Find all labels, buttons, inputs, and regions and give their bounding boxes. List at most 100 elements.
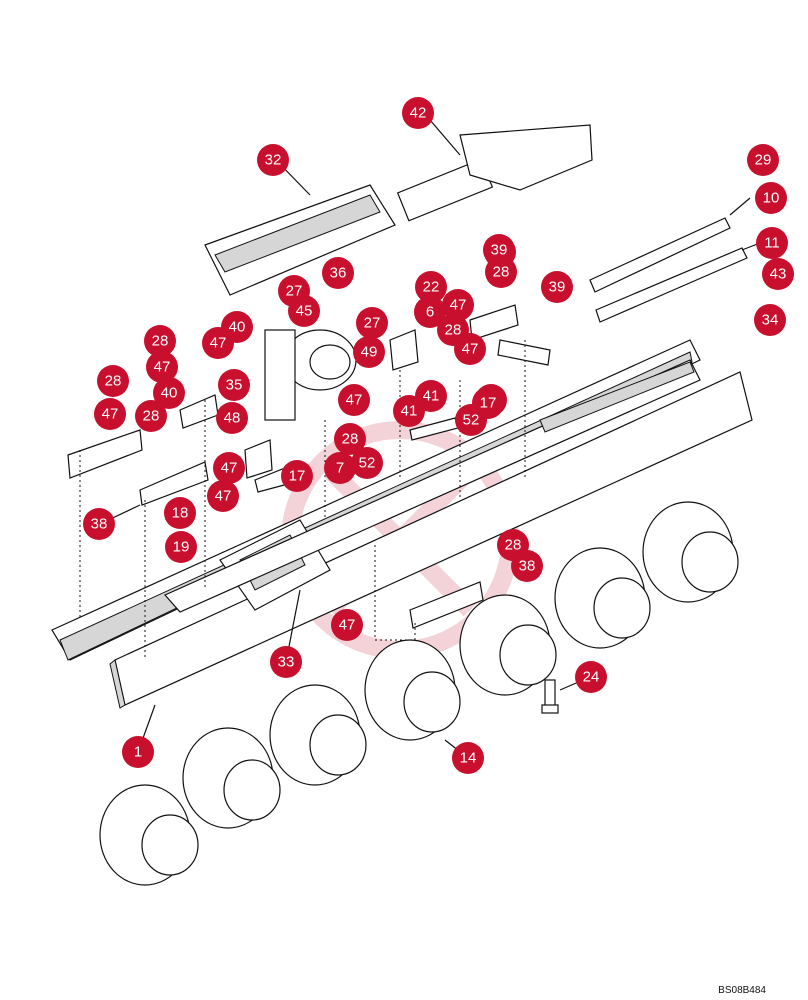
roller-3 (269, 684, 367, 786)
callout-circle (402, 97, 434, 129)
callout-circle (281, 460, 313, 492)
callout-47: 47 (94, 398, 126, 430)
callout-label: 35 (226, 377, 243, 394)
callout-label: 47 (339, 617, 356, 634)
callout-circle (356, 307, 388, 339)
callout-circle (575, 661, 607, 693)
callout-28: 28 (334, 423, 366, 455)
idler-wheel (264, 329, 357, 421)
callout-circle (257, 144, 289, 176)
callout-38: 38 (511, 550, 543, 582)
callout-label: 47 (346, 392, 363, 409)
callout-label: 39 (491, 242, 508, 259)
callout-17: 17 (472, 387, 504, 419)
tension-cylinder (396, 124, 593, 222)
callout-label: 39 (549, 279, 566, 296)
callout-label: 47 (450, 297, 467, 314)
callout-47: 47 (454, 333, 486, 365)
callout-40: 40 (153, 377, 185, 409)
callout-circle (122, 736, 154, 768)
callout-label: 1 (134, 744, 142, 761)
callout-circle (454, 333, 486, 365)
callout-label: 27 (364, 315, 381, 332)
callout-label: 27 (286, 283, 303, 300)
strap-plates (589, 217, 748, 323)
callout-circle (94, 398, 126, 430)
callout-label: 6 (426, 304, 434, 321)
callout-circle (207, 480, 239, 512)
callout-label: 28 (342, 431, 359, 448)
callout-label: 47 (462, 341, 479, 358)
callout-layer: 4232291011433436274528392764740474922282… (83, 97, 794, 774)
callout-label: 40 (161, 385, 178, 402)
callout-circle (747, 144, 779, 176)
callout-circle (755, 182, 787, 214)
callout-label: 42 (410, 105, 427, 122)
small-brackets (67, 304, 551, 629)
callout-6: 6 (414, 296, 446, 328)
callout-circle (762, 258, 794, 290)
callout-36: 36 (322, 257, 354, 289)
callout-39: 39 (541, 271, 573, 303)
callout-circle (353, 336, 385, 368)
callout-label: 14 (460, 750, 477, 767)
callout-circle (414, 296, 446, 328)
callout-label: 32 (265, 152, 282, 169)
callout-label: 7 (336, 460, 344, 477)
callout-18: 18 (164, 497, 196, 529)
callout-circle (338, 384, 370, 416)
roller-4 (364, 639, 461, 741)
callout-42: 42 (402, 97, 434, 129)
callout-label: 47 (102, 406, 119, 423)
callout-label: 33 (278, 654, 295, 671)
callout-circle (202, 327, 234, 359)
figure-code: BS08B484 (718, 985, 766, 996)
callout-10: 10 (755, 182, 787, 214)
callout-34: 34 (754, 304, 786, 336)
callout-14: 14 (452, 742, 484, 774)
roller-7 (642, 501, 739, 603)
callout-29: 29 (747, 144, 779, 176)
callout-48: 48 (216, 402, 248, 434)
callout-label: 52 (463, 412, 480, 429)
callout-28: 28 (135, 400, 167, 432)
callout-label: 47 (154, 359, 171, 376)
callout-7: 7 (324, 452, 356, 484)
callout-circle (452, 742, 484, 774)
callout-33: 33 (270, 646, 302, 678)
roller-5 (459, 594, 557, 696)
callout-label: 11 (764, 235, 780, 252)
callout-41: 41 (415, 380, 447, 412)
callout-circle (288, 295, 320, 327)
roller-2 (182, 727, 281, 829)
callout-label: 45 (296, 303, 313, 320)
callout-label: 41 (401, 403, 418, 420)
callout-28: 28 (144, 325, 176, 357)
callout-label: 24 (583, 669, 600, 686)
callout-circle (270, 646, 302, 678)
callout-circle (153, 377, 185, 409)
callout-circle (541, 271, 573, 303)
callout-label: 52 (359, 455, 376, 472)
callout-circle (483, 234, 515, 266)
callout-circle (135, 400, 167, 432)
recoil-spring-housing (204, 184, 396, 296)
callout-label: 22 (423, 279, 440, 296)
callout-label: 47 (215, 488, 232, 505)
callout-circle (442, 289, 474, 321)
callout-label: 47 (221, 460, 238, 477)
track-rollers (99, 501, 739, 886)
callout-label: 29 (755, 152, 772, 169)
roller-1 (99, 784, 199, 886)
callout-circle (756, 227, 788, 259)
callout-circle (331, 609, 363, 641)
callout-35: 35 (218, 369, 250, 401)
callout-label: 40 (229, 319, 246, 336)
callout-circle (97, 365, 129, 397)
callout-47: 47 (146, 351, 178, 383)
callout-28: 28 (97, 365, 129, 397)
callout-49: 49 (353, 336, 385, 368)
callout-27: 27 (356, 307, 388, 339)
callout-circle (334, 423, 366, 455)
callout-47: 47 (202, 327, 234, 359)
